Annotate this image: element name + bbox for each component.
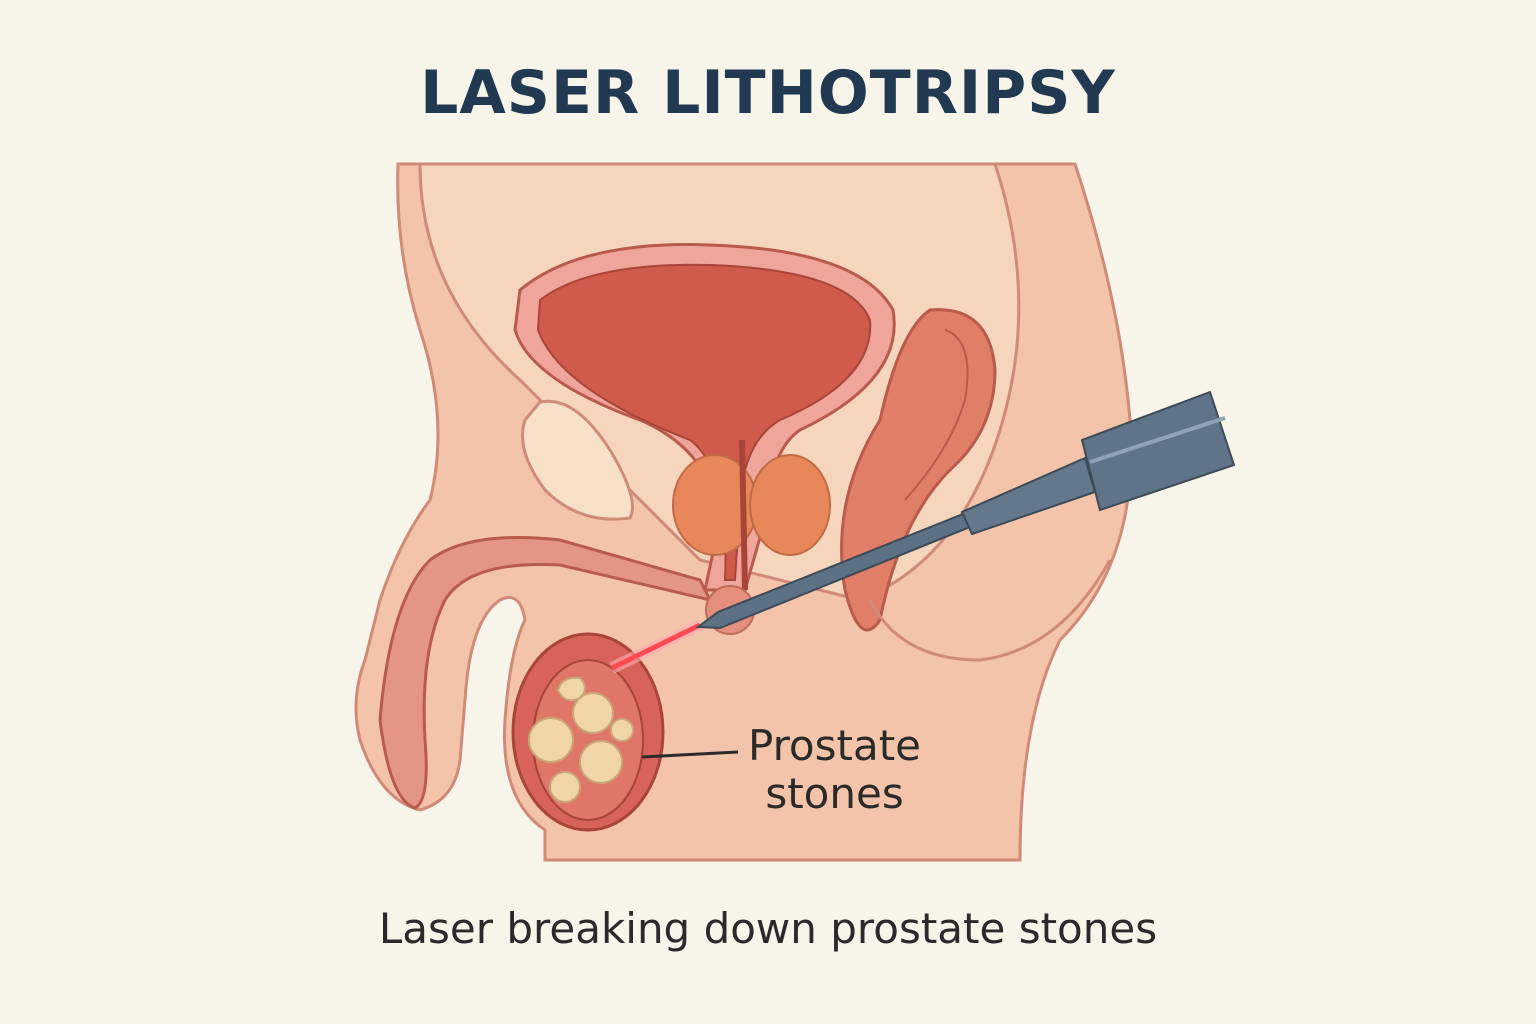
stone — [528, 717, 574, 763]
laser-beam — [610, 622, 702, 671]
page-title: LASER LITHOTRIPSY — [420, 58, 1116, 128]
laser-instrument — [695, 390, 1236, 630]
caption: Laser breaking down prostate stones — [378, 904, 1158, 953]
bladder — [536, 263, 872, 581]
prostate-lobe-right — [749, 454, 831, 556]
rectum-fold — [904, 329, 969, 501]
prostate-stones-label: Prostate stones — [748, 722, 921, 818]
stone — [549, 771, 581, 803]
stone — [610, 718, 634, 742]
prostate-stones — [528, 676, 634, 803]
stone — [556, 676, 586, 702]
instrument-handle — [1080, 390, 1236, 512]
label-leader-line — [641, 750, 739, 759]
label-line-2: stones — [765, 769, 904, 818]
urethra — [739, 439, 748, 591]
buttock — [868, 559, 1112, 662]
label-line-1: Prostate — [748, 721, 922, 770]
penis — [378, 536, 713, 810]
pubic-bone — [521, 399, 634, 521]
instrument-highlight — [1089, 416, 1226, 464]
stone — [579, 740, 623, 784]
stone — [572, 692, 614, 734]
